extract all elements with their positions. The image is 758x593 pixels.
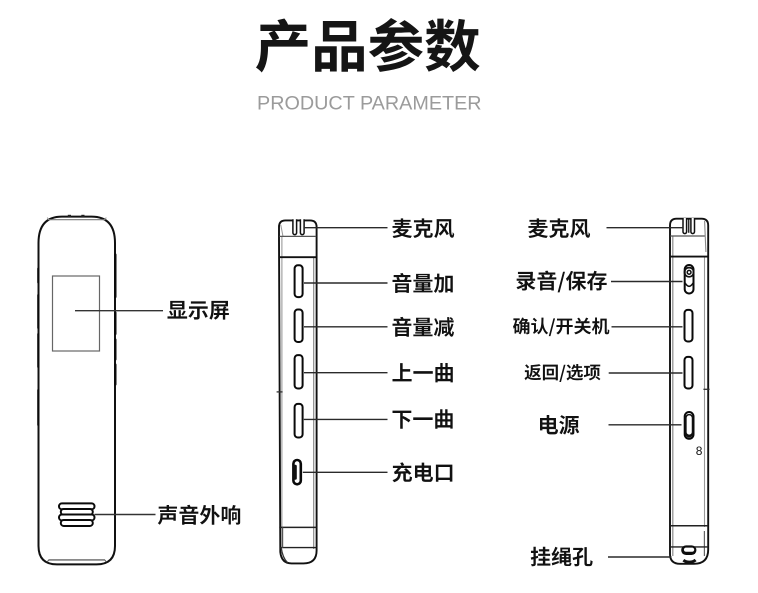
svg-text:PRODUCT PARAMETER: PRODUCT PARAMETER bbox=[257, 93, 482, 115]
svg-text:8: 8 bbox=[696, 444, 703, 458]
